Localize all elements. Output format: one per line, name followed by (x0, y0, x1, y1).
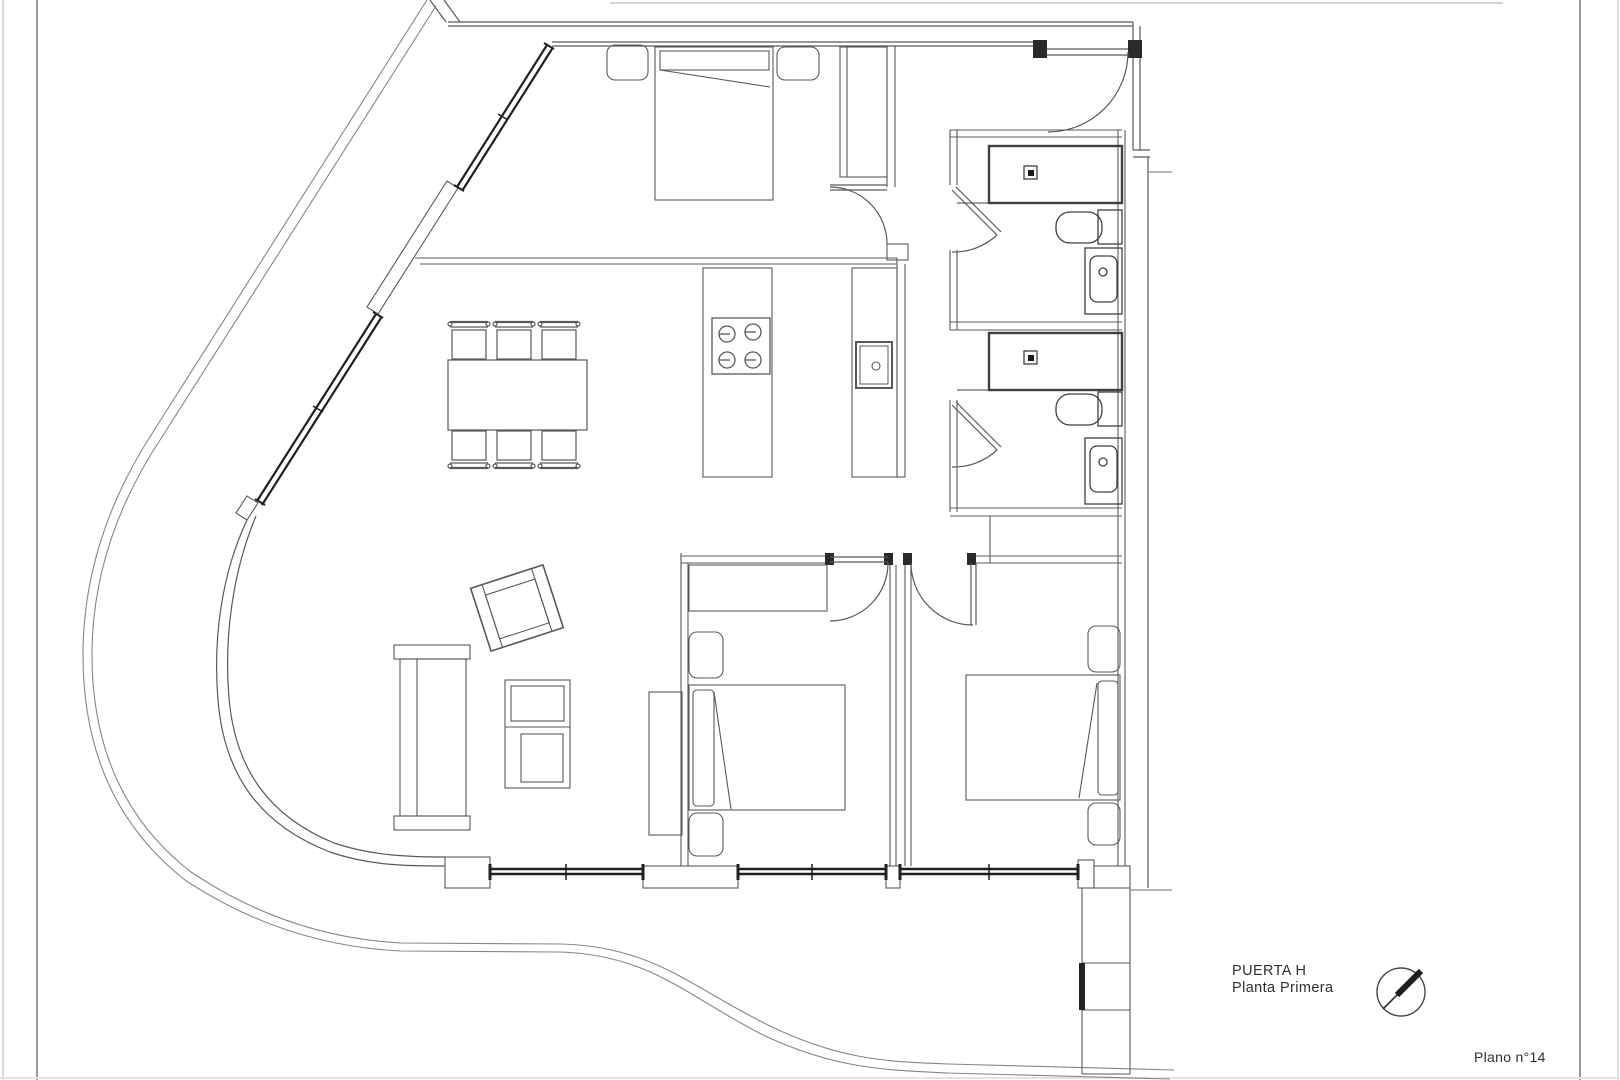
armchair-icon (469, 563, 565, 653)
duct-window (1079, 963, 1085, 1010)
kitchen-island (702, 267, 773, 478)
south-window-bedroom-3 (898, 864, 1080, 880)
sideboard-icon (648, 691, 683, 836)
nightstand-icon (606, 44, 649, 81)
chair-icon (447, 430, 491, 470)
curved-facade-wall (216, 515, 446, 867)
diagonal-window-2 (254, 311, 384, 506)
bathroom-2-fixtures (957, 331, 1124, 505)
nightstand-icon (1087, 625, 1121, 673)
floor-title: Planta Primera (1232, 980, 1334, 996)
shower-tray-icon (957, 144, 1124, 205)
bedroom-2-furniture (688, 564, 846, 857)
bathroom-1-fixtures (957, 144, 1124, 315)
kitchen-counter (851, 267, 898, 478)
bathroom-2-door (951, 401, 1002, 468)
double-bed-icon (654, 46, 774, 201)
bedroom-3-door (910, 562, 977, 626)
chair-icon (492, 430, 536, 470)
south-wall (444, 856, 1131, 889)
nightstand-icon (1087, 802, 1121, 846)
shower-tray-icon (957, 331, 1124, 392)
diagonal-window-1 (453, 42, 555, 192)
north-arrow-icon (1376, 967, 1426, 1017)
sofa-icon (393, 644, 471, 831)
interior-walls (415, 46, 1126, 866)
title-block: PUERTA H Planta Primera (1232, 963, 1334, 997)
bedroom-2-door (829, 556, 889, 622)
entry-door (1033, 40, 1142, 133)
door-title: PUERTA H (1232, 963, 1307, 979)
washbasin-icon (1084, 247, 1123, 315)
plan-number: Plano n°14 (1474, 1049, 1546, 1065)
wardrobe-icon (839, 46, 888, 178)
service-shaft (1079, 888, 1131, 1075)
bedroom-1-furniture (606, 44, 888, 201)
chair-icon (537, 320, 581, 360)
wardrobe-icon (688, 564, 828, 612)
south-window-living (488, 864, 645, 880)
washbasin-icon (1084, 437, 1123, 505)
chair-icon (447, 320, 491, 360)
bedroom-3-furniture (965, 625, 1121, 846)
south-window-bedroom-2 (736, 864, 888, 880)
chair-icon (492, 320, 536, 360)
toilet-icon (1055, 391, 1123, 427)
facade-window-wall (235, 42, 555, 521)
living-room-furniture (393, 563, 683, 836)
double-bed-icon (965, 674, 1121, 801)
bedroom-1-door (829, 184, 888, 245)
nightstand-icon (688, 631, 724, 679)
cooktop-icon (711, 317, 771, 375)
nightstand-icon (776, 46, 820, 81)
tv-unit-icon (504, 679, 571, 789)
bathroom-1-door (951, 186, 1002, 253)
nightstand-icon (688, 812, 724, 857)
dining-table-icon (447, 359, 588, 431)
kitchen-fixtures (702, 267, 898, 478)
double-bed-icon (688, 684, 846, 811)
dining-set (447, 320, 588, 470)
chair-icon (537, 430, 581, 470)
kitchen-sink-icon (855, 341, 893, 389)
exterior-walls (429, 0, 1503, 891)
terrace-balustrade (82, 0, 1175, 1080)
toilet-icon (1055, 209, 1123, 245)
